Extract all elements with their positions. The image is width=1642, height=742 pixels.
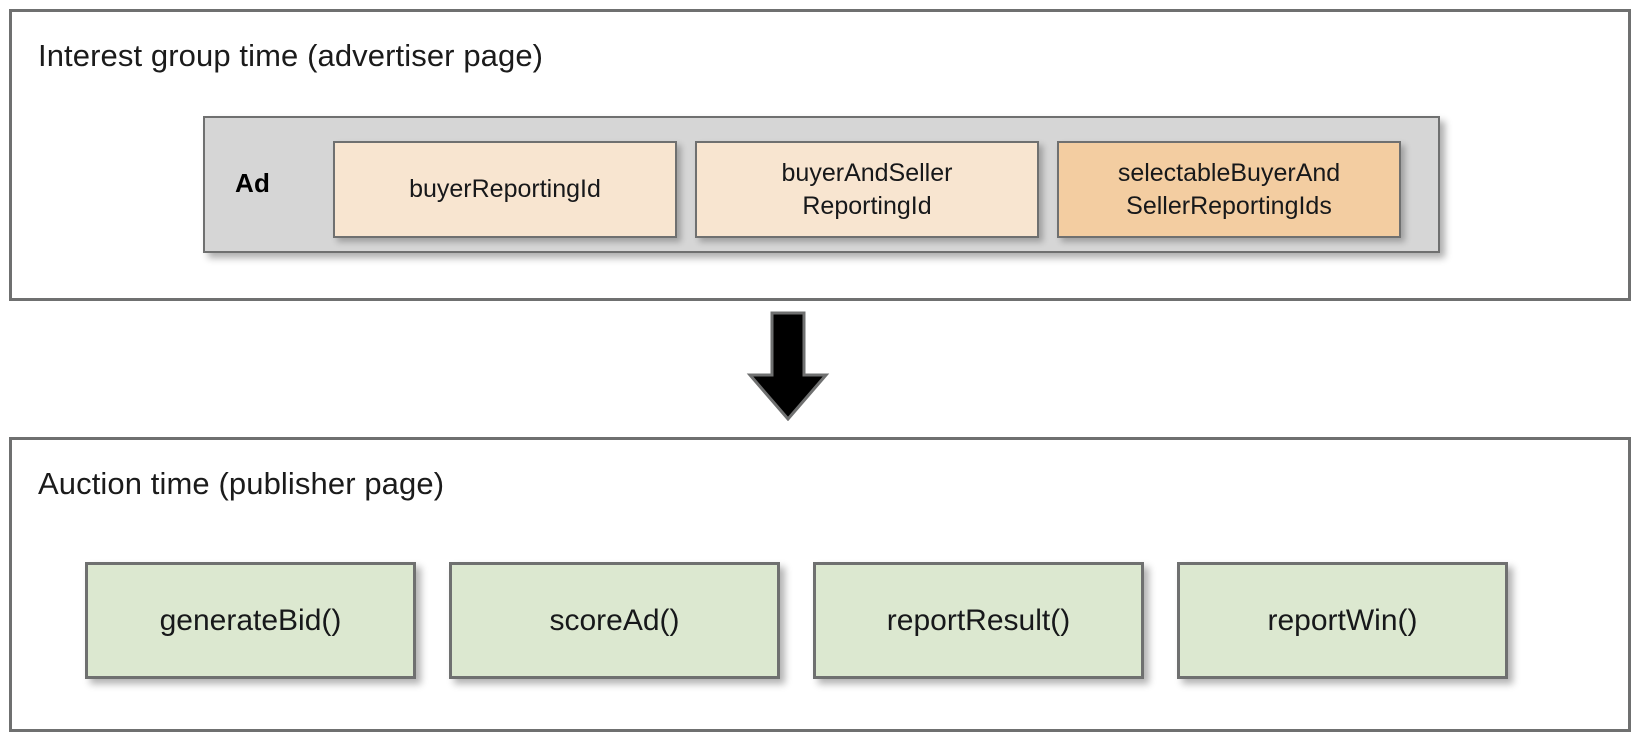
function-box-label: reportWin(): [1267, 603, 1418, 637]
section-advertiser-title: Interest group time (advertiser page): [38, 38, 544, 73]
function-box-report-win[interactable]: reportWin(): [1177, 562, 1508, 679]
section-publisher: Auction time (publisher page) generateBi…: [9, 437, 1631, 732]
function-box-generate-bid[interactable]: generateBid(): [85, 562, 416, 679]
ad-group-label: Ad: [235, 168, 271, 198]
function-box-label: scoreAd(): [549, 603, 680, 637]
down-arrow-icon: [746, 311, 830, 421]
section-publisher-title: Auction time (publisher page): [38, 466, 445, 501]
function-box-label: generateBid(): [159, 603, 342, 637]
function-box-label: reportResult(): [886, 603, 1071, 637]
reporting-id-box-label: buyerReportingId: [409, 175, 601, 203]
section-advertiser: Interest group time (advertiser page) Ad…: [9, 9, 1631, 301]
function-box-score-ad[interactable]: scoreAd(): [449, 562, 780, 679]
reporting-id-box-buyer-reporting-id[interactable]: buyerReportingId: [333, 141, 677, 238]
function-box-report-result[interactable]: reportResult(): [813, 562, 1144, 679]
